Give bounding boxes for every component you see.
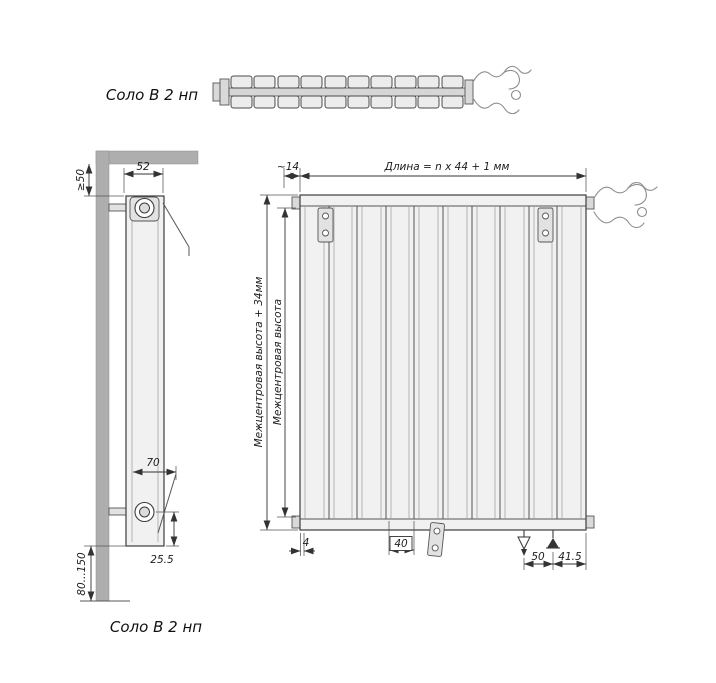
dim-label-tube-width: 40 xyxy=(394,538,408,550)
dim-length: Длина = n x 44 + 1 мм ~14 xyxy=(277,161,587,192)
front-view: Длина = n x 44 + 1 мм ~14 Межцентровая в… xyxy=(253,161,658,570)
dim-label-gap: 4 xyxy=(303,537,310,549)
dim-label-vent-offset: 41.5 xyxy=(558,551,582,563)
section-divider-lines xyxy=(328,206,558,519)
side-bracket-top xyxy=(108,203,127,212)
dim-height-outer: Межцентровая высота + 34мм xyxy=(253,194,298,531)
dim-label-length: Длина = n x 44 + 1 мм xyxy=(384,161,510,173)
dim-label-wall-clearance: ≥50 xyxy=(75,169,87,191)
top-view-segments-upper xyxy=(230,75,464,89)
dim-label-edge-offset: ~14 xyxy=(277,161,299,173)
thermostat-sketch-icon xyxy=(593,181,658,229)
top-view-collector-band xyxy=(228,87,468,97)
drain-valve-icon xyxy=(517,530,531,556)
dim-label-drain-offset: 50 xyxy=(531,551,545,563)
wall-vertical xyxy=(95,150,110,602)
valve-sketch-icon xyxy=(472,65,532,115)
dim-label-floor-clearance: 80...150 xyxy=(76,552,88,596)
dim-label-height-inner: Межцентровая высота xyxy=(272,299,284,425)
mounting-bracket-bottom xyxy=(427,522,445,557)
dim-bracket-offset: 70 xyxy=(133,457,177,480)
dim-floor-clearance: 80...150 xyxy=(76,545,126,601)
side-bracket-bottom xyxy=(108,507,127,516)
dim-gap: 4 xyxy=(289,533,315,556)
dim-label-depth: 52 xyxy=(136,161,150,173)
dim-bottom-offset: 25.5 xyxy=(150,511,179,566)
top-view xyxy=(212,65,532,115)
left-end-plug xyxy=(212,82,221,102)
dim-label-bracket-offset: 70 xyxy=(146,457,160,469)
mounting-bracket-top-left xyxy=(317,207,334,243)
mounting-bracket-top-right xyxy=(537,207,554,243)
dim-depth: 52 xyxy=(123,161,164,193)
dim-tube-width: 40 xyxy=(388,521,415,555)
dim-label-bottom-offset: 25.5 xyxy=(150,554,174,566)
left-end-cap xyxy=(219,78,230,106)
bottom-connector-inner xyxy=(139,506,150,518)
right-end-cap xyxy=(464,79,474,105)
dim-wall-clearance: ≥50 xyxy=(75,164,124,197)
side-section-diagonals xyxy=(157,202,190,534)
dim-height-inner: Межцентровая высота xyxy=(272,207,296,518)
top-view-segments-lower xyxy=(230,95,464,109)
section-tube-lines xyxy=(304,207,582,518)
top-connector-inner xyxy=(139,202,150,214)
side-view: 52 ≥50 70 25.5 80...150 xyxy=(75,150,199,602)
air-vent-icon xyxy=(546,530,560,549)
dim-drain-offset: 50 41.5 xyxy=(523,533,587,570)
dim-label-height-outer: Межцентровая высота + 34мм xyxy=(253,277,265,448)
top-view-title: Соло В 2 нп xyxy=(106,86,198,104)
bottom-view-title: Соло В 2 нп xyxy=(110,618,202,636)
